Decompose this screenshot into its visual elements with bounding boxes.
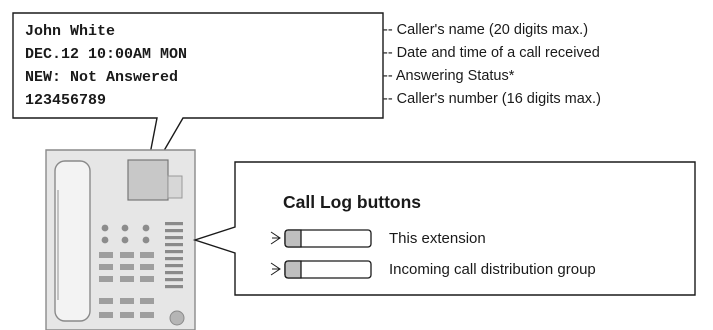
call-log-button-icon [270,229,372,248]
call-log-title: Call Log buttons [283,192,422,212]
annotation-date-time: -- Date and time of a call received [383,45,600,61]
annotation-caller-number: -- Caller's number (16 digits max.) [383,91,601,107]
phone-round-keys [101,224,150,244]
telephone-icon [45,149,196,330]
display-line-status: NEW: Not Answered [25,69,179,86]
display-line-caller-number: 123456789 [25,92,107,109]
annotation-caller-name: -- Caller's name (20 digits max.) [383,22,589,38]
button-label-this-extension: This extension [389,230,486,247]
display-line-caller-name: John White [25,23,116,40]
button-label-icd-group: Incoming call distribution group [389,261,596,278]
display-line-date-time: DEC.12 10:00AM MON [25,46,188,63]
phone-flexible-keys [165,222,183,289]
call-log-button-icon [270,260,372,279]
annotation-status: -- Answering Status* [383,68,515,84]
phone-handset [54,160,91,322]
phone-keypad [99,252,154,318]
phone-screen [127,159,169,201]
